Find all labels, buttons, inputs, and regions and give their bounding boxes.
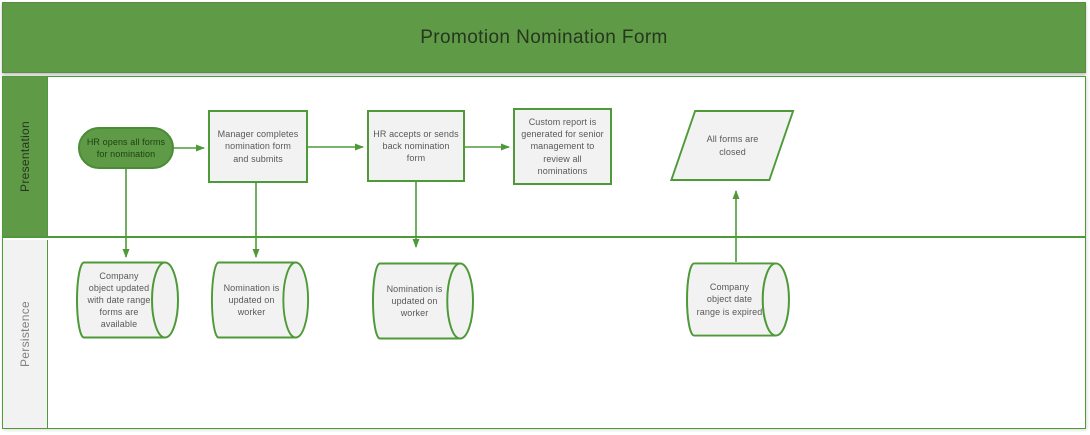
node-text: Custom report is generated for senior ma… (521, 117, 604, 176)
node-start-terminator: HR opens all forms for nomination (78, 127, 174, 169)
node-text: HR accepts or sends back nomination form (373, 128, 459, 164)
node-custom-report: Custom report is generated for senior ma… (513, 108, 612, 185)
node-nomination-updated-1: Nomination is updated on worker (211, 261, 310, 339)
node-text: Nomination is updated on worker (223, 282, 280, 318)
node-text: All forms are closed (706, 134, 759, 157)
node-text: HR opens all forms for nomination (86, 136, 166, 159)
diagram-title: Promotion Nomination Form (420, 26, 668, 48)
node-nomination-updated-2: Nomination is updated on worker (372, 262, 475, 340)
lane-presentation: Presentation (3, 77, 1085, 238)
lane-label-text: Presentation (18, 121, 32, 192)
node-text: Manager completes nomination form and su… (217, 129, 299, 164)
node-all-forms-closed: All forms are closed (670, 110, 795, 181)
lane-persistence: Persistence (3, 240, 1085, 428)
node-text: Company object date range is expired (696, 282, 763, 317)
cylinder-shape (76, 261, 179, 339)
node-company-expired: Company object date range is expired (686, 262, 791, 337)
node-manager-completes: Manager completes nomination form and su… (208, 110, 308, 183)
lane-persistence-label: Persistence (3, 240, 48, 428)
cylinder-shape (372, 262, 475, 340)
cylinder-shape (686, 262, 790, 337)
node-hr-accepts: HR accepts or sends back nomination form (367, 110, 465, 182)
node-company-updated: Company object updated with date range f… (76, 261, 180, 339)
lane-label-text: Persistence (18, 301, 32, 367)
node-text: Nomination is updated on worker (386, 283, 443, 319)
pool-title-bar: Promotion Nomination Form (2, 2, 1086, 73)
node-text: Company object updated with date range f… (87, 270, 151, 330)
lane-presentation-label: Presentation (3, 77, 48, 236)
cylinder-shape (211, 261, 310, 339)
